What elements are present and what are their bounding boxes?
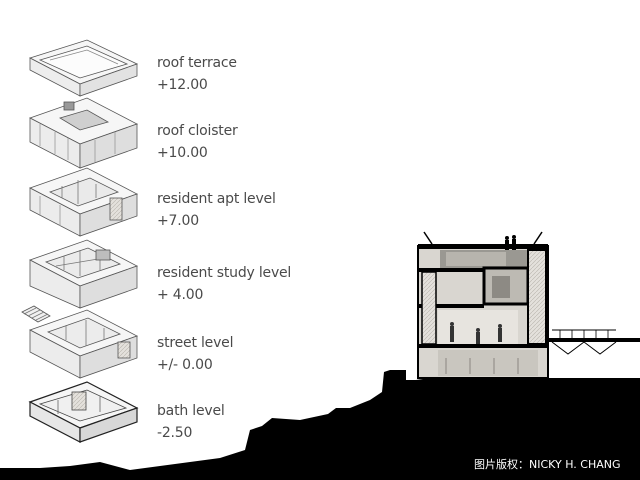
axo-street-level <box>21 305 139 379</box>
level-elevation: + 4.00 <box>157 287 204 303</box>
exploded-axonometric <box>21 39 139 443</box>
building-section <box>417 231 640 379</box>
ground-section <box>0 370 640 480</box>
level-label-resident-study: resident study level + 4.00 <box>157 262 291 306</box>
axo-resident-apt <box>28 167 139 237</box>
level-elevation: +/- 0.00 <box>157 357 213 373</box>
level-elevation: +10.00 <box>157 145 208 161</box>
axo-roof-terrace <box>28 39 139 97</box>
level-name: roof cloister <box>157 123 238 139</box>
level-name: roof terrace <box>157 55 237 71</box>
level-label-street: street level +/- 0.00 <box>157 332 233 376</box>
level-name: resident apt level <box>157 191 276 207</box>
level-elevation: +7.00 <box>157 213 199 229</box>
image-credit: 图片版权：NICKY H. CHANG <box>474 458 621 471</box>
axo-roof-cloister <box>28 97 139 169</box>
axo-bath-level <box>28 381 139 443</box>
level-elevation: +12.00 <box>157 77 208 93</box>
level-name: street level <box>157 335 234 351</box>
axo-resident-study <box>28 239 139 309</box>
level-elevation: -2.50 <box>157 425 193 441</box>
level-name: resident study level <box>157 265 292 281</box>
level-label-roof-terrace: roof terrace +12.00 <box>157 52 237 96</box>
level-name: bath level <box>157 403 225 419</box>
level-label-resident-apt: resident apt level +7.00 <box>157 188 276 232</box>
level-label-roof-cloister: roof cloister +10.00 <box>157 120 238 164</box>
level-label-bath: bath level -2.50 <box>157 400 225 444</box>
roof-figures <box>505 235 516 250</box>
interior-figures <box>450 322 502 344</box>
